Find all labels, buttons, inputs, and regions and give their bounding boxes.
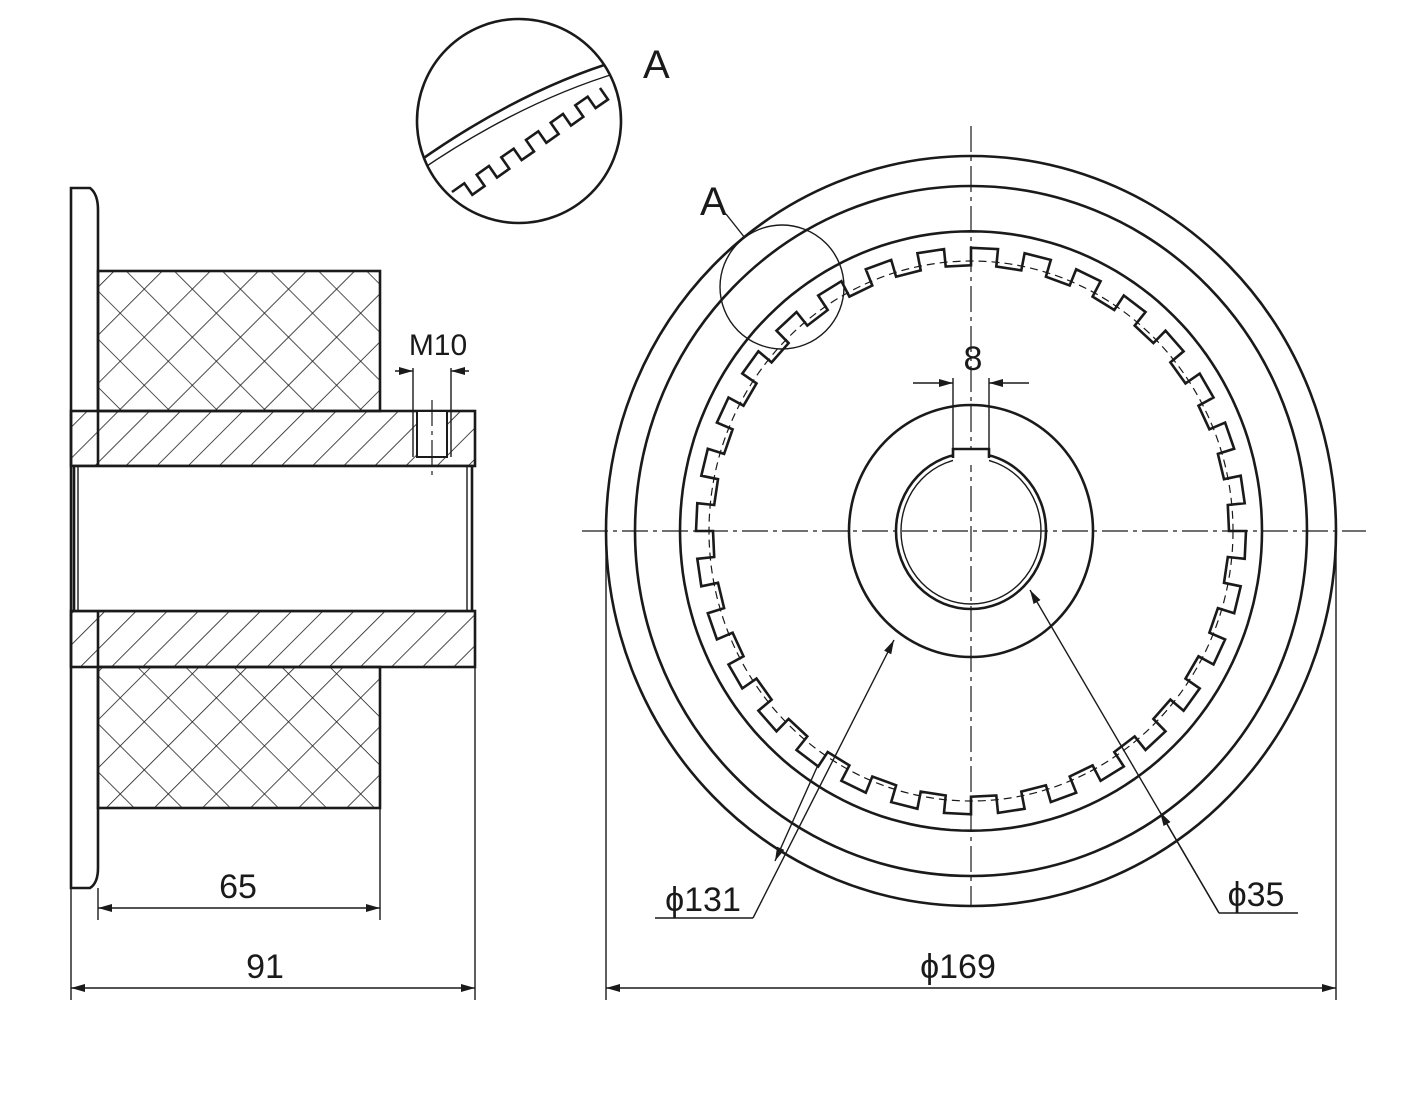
tyre-section-upper <box>96 269 382 413</box>
diameter-35-label: ϕ35 <box>1228 876 1285 914</box>
detail-a-callout-circle <box>719 224 845 350</box>
diameter-131-label: ϕ131 <box>665 881 741 919</box>
diameter-131-dimension: ϕ131 <box>655 639 895 919</box>
spline-ring-outer <box>678 229 1264 833</box>
outer-rim <box>604 154 1338 908</box>
diameter-169-label: ϕ169 <box>920 948 996 986</box>
set-screw-hole <box>412 400 452 478</box>
hub-wall-lower <box>69 609 477 669</box>
width-65-dimension: 65 <box>97 808 381 920</box>
front-view: 8 A ϕ169 ϕ131 ϕ35 <box>582 126 1366 1000</box>
width-91-label: 91 <box>246 948 284 986</box>
diameter-169-dimension: ϕ169 <box>605 540 1337 1000</box>
flange-plate <box>69 186 100 890</box>
thread-label: M10 <box>409 329 467 362</box>
width-91-dimension: 91 <box>70 667 476 1000</box>
diameter-35-dimension: ϕ35 <box>1029 589 1298 914</box>
spline-teeth <box>694 246 1248 816</box>
hub-bore <box>72 464 474 613</box>
side-section-view: M10 65 91 <box>69 186 477 1000</box>
keyway: 8 <box>913 340 1029 465</box>
detail-teeth <box>451 87 610 197</box>
hub-wall-upper <box>69 409 477 468</box>
width-65-label: 65 <box>219 868 257 906</box>
detail-a-view: A <box>415 17 670 225</box>
detail-a-circle <box>415 17 623 225</box>
tyre-section-lower <box>96 665 382 810</box>
detail-a-callout-label: A <box>700 180 727 224</box>
spline-root-circle <box>708 260 1234 802</box>
tyre-inner-edge <box>633 184 1309 878</box>
hub-outer <box>847 403 1095 659</box>
detail-a-label: A <box>643 43 670 87</box>
keyway-width-label: 8 <box>964 340 983 378</box>
thread-dimension: M10 <box>395 329 469 411</box>
